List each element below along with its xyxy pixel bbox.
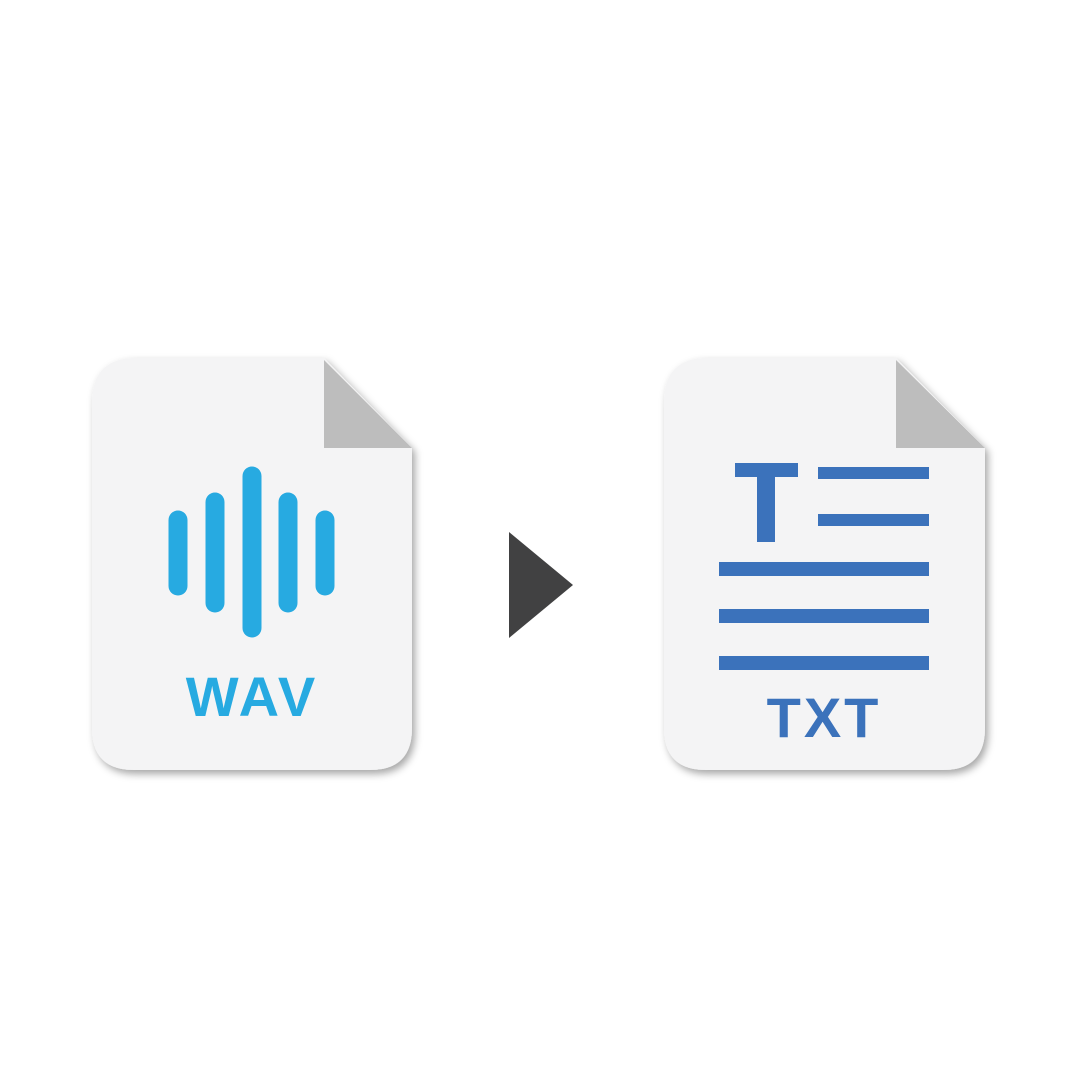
target-file-label: TXT: [767, 686, 882, 749]
target-file-icon: TXT: [664, 358, 985, 770]
text-line: [719, 656, 929, 670]
text-t-stem: [757, 463, 775, 542]
text-line: [818, 514, 929, 526]
play-triangle-icon: [509, 532, 573, 638]
source-file-label: WAV: [186, 665, 318, 728]
text-line: [719, 609, 929, 623]
text-line: [818, 467, 929, 479]
text-line: [719, 562, 929, 576]
text-lines-icon: [719, 463, 929, 670]
source-file-fold: [324, 360, 412, 448]
source-file-icon: WAV: [92, 358, 412, 770]
target-file-fold: [896, 360, 985, 448]
waveform-icon: [168, 466, 335, 638]
